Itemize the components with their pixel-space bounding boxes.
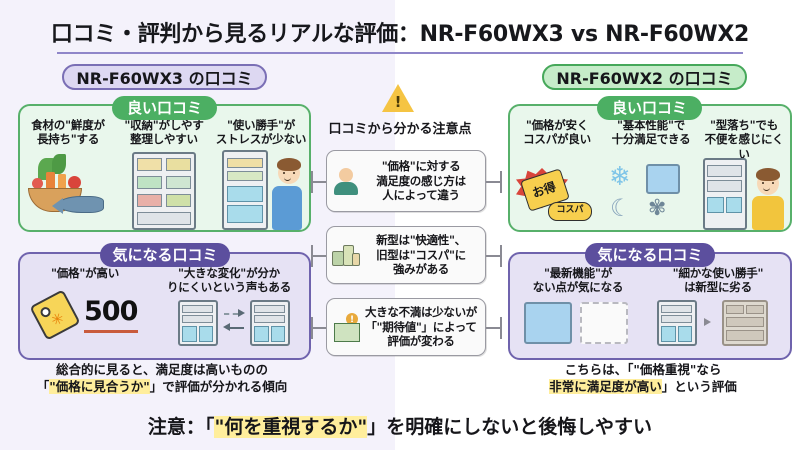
left-summary-line1: 総合的に見ると、満足度は高いものの [55, 362, 268, 377]
right-bad-badge: 気になる口コミ [585, 243, 715, 267]
cospa-label: コスパ [548, 202, 592, 221]
left-bad-item-1: "大きな変化"が分か りにくいという声もある [166, 266, 292, 295]
title-underline [57, 52, 743, 54]
left-bad-item-0: "価格"が高い [50, 266, 120, 280]
center-title: 口コミから分かる注意点 [328, 122, 472, 137]
person-alert-icon: ! [332, 313, 360, 342]
center-card-1: 新型は"快適性"、 旧型は"コスパ"に 強みがある [326, 226, 486, 284]
right-good-item-1: "基本性能"で 十分満足できる [611, 118, 691, 147]
center-card-1-text: 新型は"快適性"、 旧型は"コスパ"に 強みがある [376, 233, 466, 277]
right-model-header: NR-F60WX2 の口コミ [542, 64, 747, 90]
right-summary-quote: "価格重視" [633, 362, 697, 377]
boxes-icon [332, 241, 360, 269]
center-card-0: "価格"に対する 満足度の感じ方は 人によって違う [326, 150, 486, 212]
left-good-item-2: "使い勝手"が ストレスが少ない [215, 118, 307, 147]
footer-note: 注意：「"何を重視するか"」を明確にしないと後悔しやすい [0, 412, 800, 439]
left-summary: 総合的に見ると、満足度は高いものの 「"価格に見合うか"」で評価が分かれる傾向 [12, 362, 312, 396]
person-icon [332, 167, 360, 195]
right-summary-post: 」という評価 [661, 378, 737, 394]
left-summary-highlight: "価格に見合うか" [49, 378, 150, 394]
left-model-header: NR-F60WX3 の口コミ [62, 64, 267, 90]
right-summary: こちらは、「"価格重視"なら 非常に満足度が高い」という評価 [490, 362, 796, 396]
center-card-0-text: "価格"に対する 満足度の感じ方は 人によって違う [376, 159, 466, 203]
right-summary-mid: なら [696, 362, 722, 377]
footer-post: 」を明確にしないと後悔しやすい [367, 416, 653, 438]
right-summary-highlight: 非常に満足度が高い [549, 378, 662, 394]
left-good-badge: 良い口コミ [112, 96, 217, 120]
footer-pre: 注意：「 [147, 416, 215, 438]
left-good-item-0: 食材の"鮮度が 長持ち"する [31, 118, 105, 147]
price-value: 500 [84, 296, 138, 327]
left-bad-badge: 気になる口コミ [100, 243, 230, 267]
right-good-item-2: "型落ち"でも 不便を感じにくい [704, 118, 784, 161]
left-summary-pre: 「 [36, 378, 50, 394]
right-bad-item-0: "最新機能"が ない点が気になる [532, 266, 624, 295]
center-card-2-text: 大きな不満は少ないが 「"期待値"」によって 評価が変わる [365, 305, 477, 349]
warning-triangle-icon [382, 84, 414, 112]
footer-highlight: "何を重視するか" [214, 416, 368, 438]
right-good-badge: 良い口コミ [597, 96, 702, 120]
right-summary-pre: こちらは、「 [564, 362, 634, 377]
right-good-item-0: "価格が安く コスパが良い [523, 118, 591, 147]
left-good-item-1: "収納"がしやす 整理しやすい [124, 118, 204, 147]
page-title: 口コミ・評判から見るリアルな評価：NR-F60WX3 vs NR-F60WX2 [50, 22, 750, 47]
left-summary-post: 」で評価が分かれる傾向 [149, 378, 288, 394]
center-card-2: ! 大きな不満は少ないが 「"期待値"」によって 評価が変わる [326, 298, 486, 356]
right-bad-item-1: "細かな使い勝手" は新型に劣る [672, 266, 764, 295]
